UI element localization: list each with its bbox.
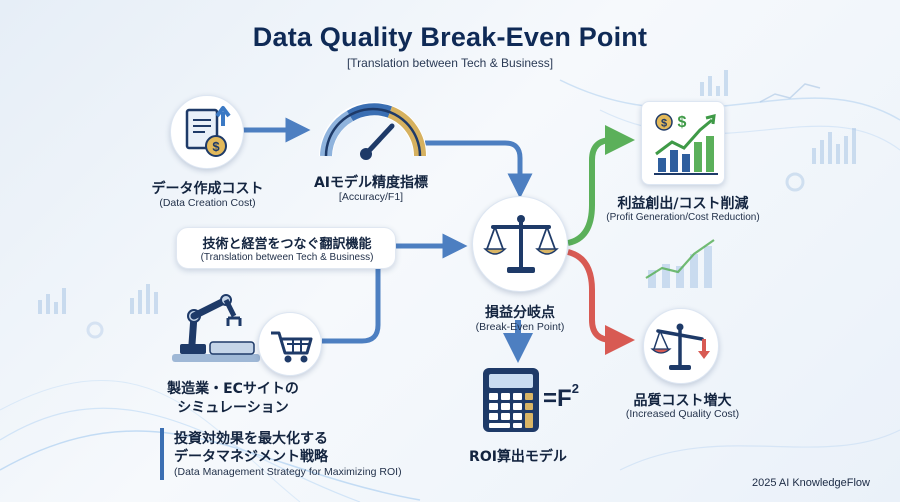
ai-metric-sublabel: [Accuracy/F1]: [338, 191, 404, 203]
gauge-icon: [319, 102, 427, 160]
roi-formula: =F2: [543, 381, 579, 413]
roi-label: ROI算出モデル: [469, 449, 567, 465]
simulation-label-line2: シミュレーション: [177, 400, 289, 416]
translation-label: 技術と経営をつなぐ翻訳機能: [202, 237, 372, 252]
simulation-label-line1: 製造業・ECサイトの: [167, 381, 299, 397]
data-creation-label: データ作成コスト: [151, 181, 264, 197]
translation-sublabel: (Translation between Tech & Business): [200, 252, 374, 263]
roi-formula-exponent: 2: [571, 381, 579, 396]
simulation-cart-node: [258, 312, 322, 376]
svg-text:$: $: [212, 139, 220, 154]
strategy-accent-bar: [160, 428, 164, 480]
faint-bars-right: [700, 70, 856, 164]
svg-text:$: $: [661, 118, 667, 130]
balance-scale-icon: [483, 215, 559, 273]
roi-formula-base: =F: [543, 385, 572, 412]
profit-node: $ $: [641, 101, 725, 185]
calculator-icon: [483, 368, 539, 432]
translation-box: 技術と経営をつなぐ翻訳機能 (Translation between Tech …: [176, 227, 396, 269]
robot-arm-icon: [172, 294, 260, 362]
data-creation-node: $: [170, 95, 244, 169]
strategy-line3: (Data Management Strategy for Maximizing…: [174, 466, 402, 478]
arrow-scale-to-profit: [567, 125, 635, 246]
arrow-metric-to-scale: [425, 140, 533, 199]
quality-cost-sublabel: (Increased Quality Cost): [625, 408, 740, 420]
tilted-scale-icon: [650, 323, 710, 370]
ai-metric-label: AIモデル精度指標: [313, 175, 429, 191]
break-even-label: 損益分岐点: [485, 305, 555, 321]
shopping-cart-icon: [271, 331, 313, 363]
page-subtitle: [Translation between Tech & Business]: [346, 56, 554, 70]
data-creation-sublabel: (Data Creation Cost): [159, 197, 256, 209]
quality-cost-node: [643, 308, 719, 384]
strategy-line2: データマネジメント戦略: [174, 449, 328, 465]
faint-bars-left: [38, 284, 158, 314]
faint-growth-chart-icon: [645, 239, 715, 288]
strategy-line1: 投資対効果を最大化する: [174, 431, 328, 447]
growth-chart-icon: $ $: [654, 113, 718, 175]
break-even-node: [472, 196, 568, 292]
svg-text:$: $: [678, 114, 687, 131]
profit-label: 利益創出/コスト削減: [617, 196, 749, 212]
break-even-sublabel: (Break-Even Point): [475, 321, 565, 333]
line-simulation-to-translation: [322, 262, 381, 344]
footer-credit: 2025 AI KnowledgeFlow: [751, 477, 870, 489]
page-title: Data Quality Break-Even Point: [252, 22, 648, 52]
profit-sublabel: (Profit Generation/Cost Reduction): [606, 212, 760, 223]
arrow-scale-to-quality-cost: [567, 249, 635, 355]
quality-cost-label: 品質コスト増大: [633, 393, 732, 409]
document-coin-icon: $: [185, 106, 231, 157]
